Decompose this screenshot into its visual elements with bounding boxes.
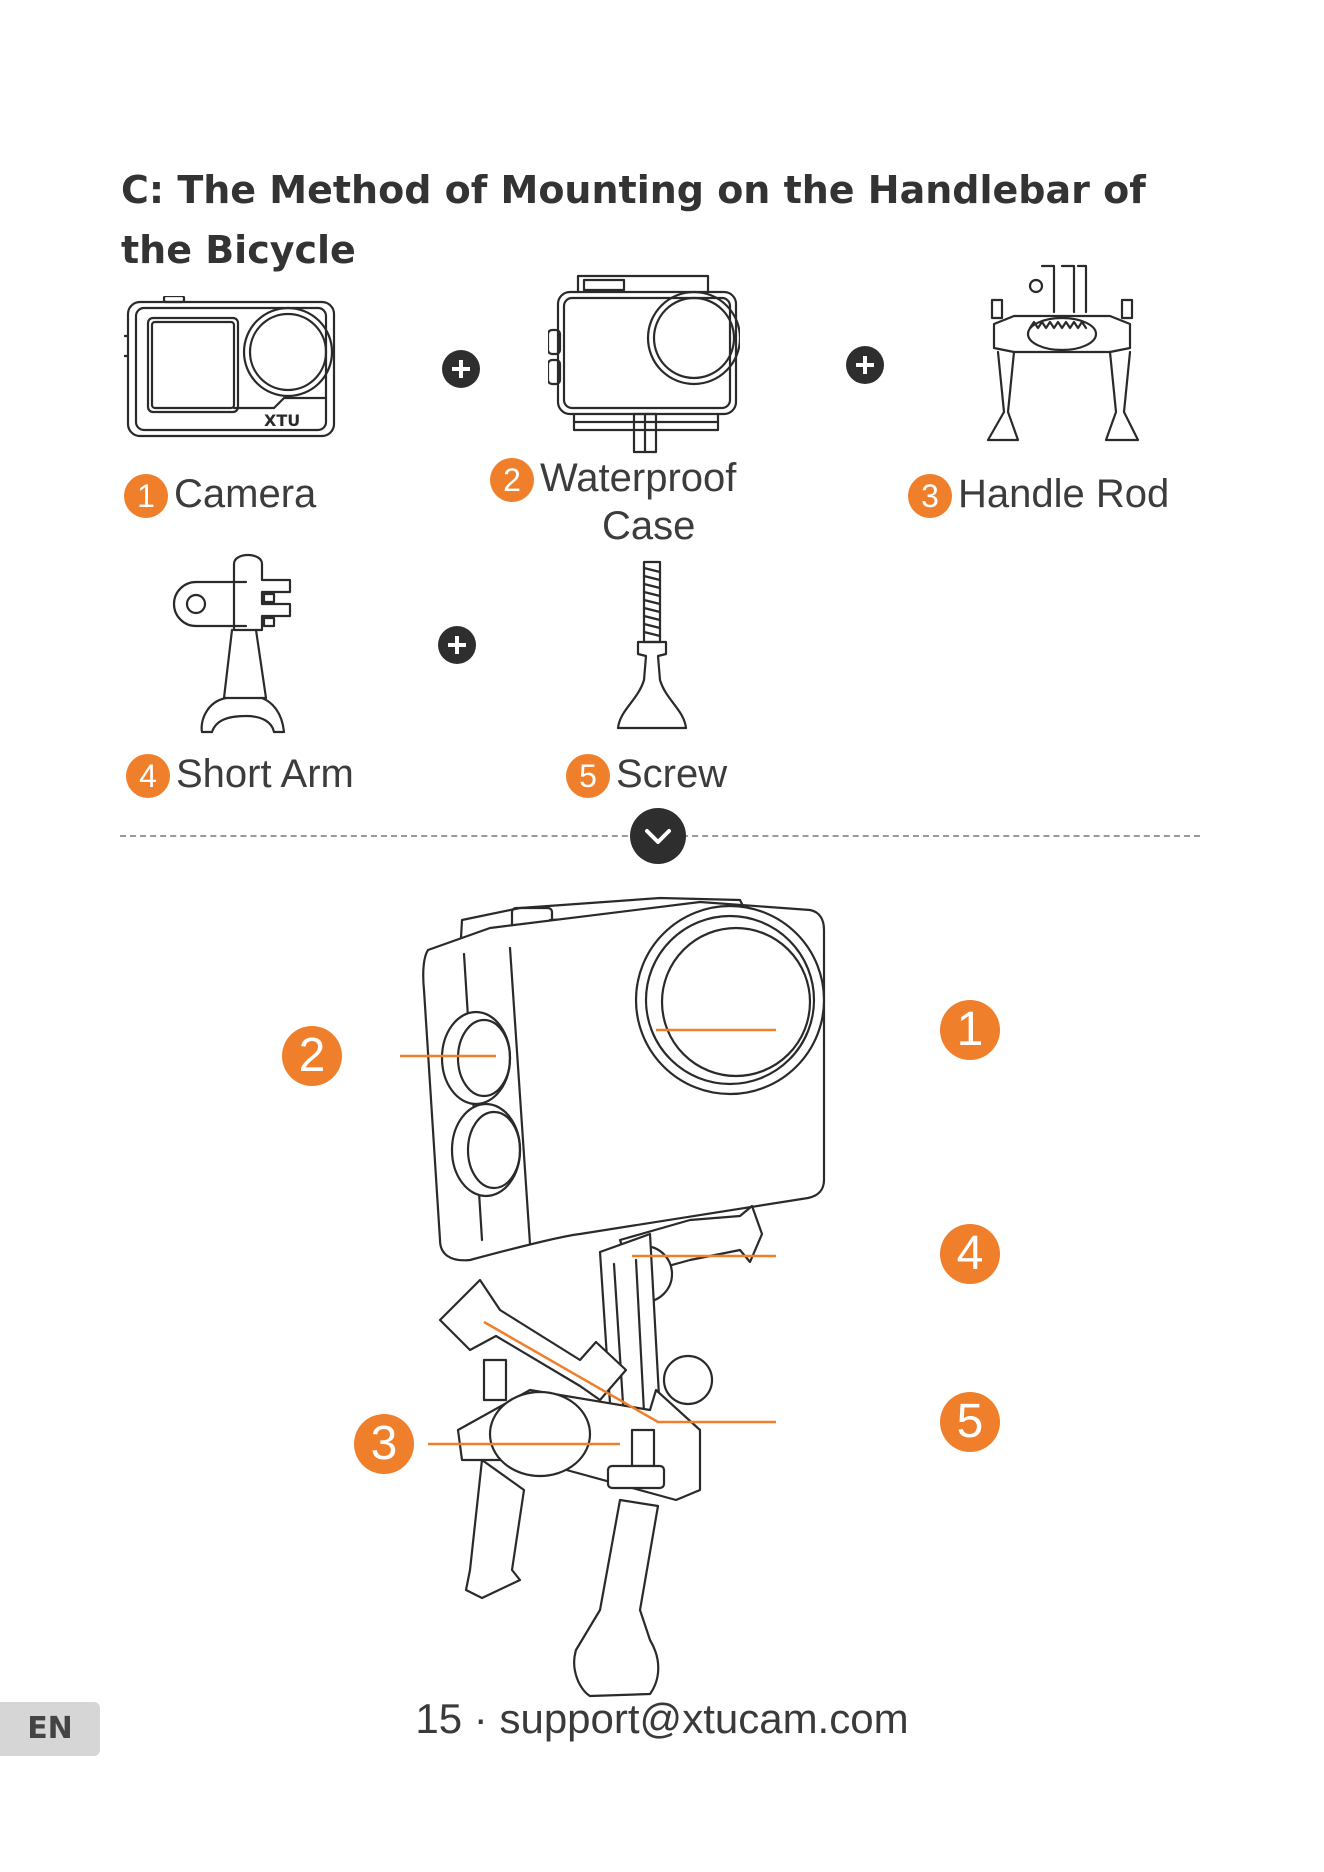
footer-page-contact: 15 · support@xtucam.com	[0, 1692, 1324, 1746]
callout-badge-3: 3	[354, 1414, 414, 1474]
part-number-badge: 4	[126, 754, 170, 798]
callout-badge-2: 2	[282, 1026, 342, 1086]
plus-icon	[846, 346, 884, 384]
assembled-mount-illustration	[400, 890, 880, 1700]
callout-badge-1: 1	[940, 1000, 1000, 1060]
chevron-down-circle-icon	[630, 808, 686, 864]
part-number-badge: 1	[124, 474, 168, 518]
camera-illustration: XTU	[124, 296, 340, 444]
camera-logo-text: XTU	[264, 411, 300, 430]
screw-illustration	[614, 560, 690, 732]
plus-icon	[442, 350, 480, 388]
part-number-badge: 5	[566, 754, 610, 798]
part-number-badge: 3	[908, 474, 952, 518]
short-arm-illustration	[166, 552, 296, 736]
part-number-badge: 2	[490, 458, 534, 502]
handle-rod-illustration	[978, 262, 1146, 446]
waterproof-case-illustration	[548, 270, 740, 454]
callout-badge-5: 5	[940, 1392, 1000, 1452]
callout-badge-4: 4	[940, 1224, 1000, 1284]
plus-icon	[438, 626, 476, 664]
